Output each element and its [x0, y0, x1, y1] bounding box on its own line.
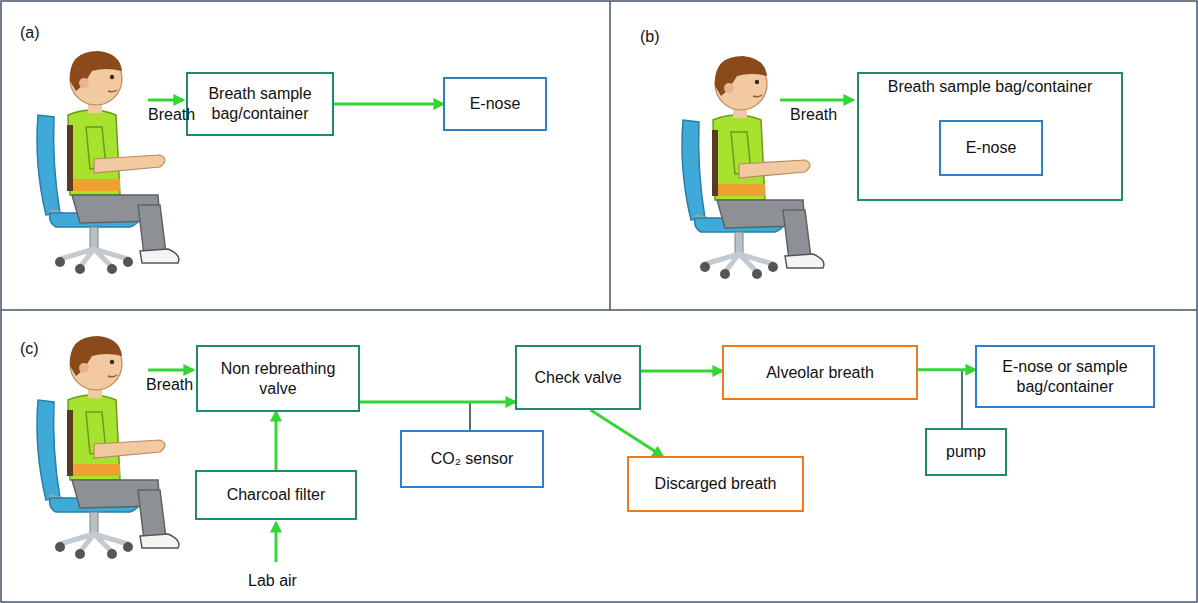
breath-arrow — [780, 99, 853, 102]
seated-person — [682, 56, 824, 279]
flow-arrow — [641, 370, 722, 373]
node-text: E-nose — [470, 94, 521, 114]
breath-box: Alveolar breath — [722, 345, 918, 400]
panel-divider — [1, 309, 1197, 311]
pump-tap-line — [961, 370, 963, 428]
node-text: Alveolar breath — [766, 363, 874, 383]
flow-label: Breath — [790, 106, 837, 124]
flow-arrow — [918, 368, 975, 371]
panel-label: (c) — [20, 340, 39, 358]
container-box: Breath sample bag/containerE-nose — [857, 72, 1123, 201]
node-text: CO₂ sensor — [431, 449, 514, 469]
flow-label: Lab air — [248, 572, 297, 590]
seated-person — [37, 51, 179, 274]
node-text: Breath sample bag/container — [888, 77, 1093, 97]
sensor-tap-line — [469, 402, 471, 430]
breath-arrow — [148, 99, 183, 102]
flow-arrow — [360, 400, 515, 403]
lab-air-arrow — [275, 523, 278, 562]
panel-label: (b) — [640, 28, 660, 46]
node-text: E-nose or sample bag/container — [985, 357, 1145, 396]
filter-box: Charcoal filter — [195, 470, 357, 520]
panel-divider — [609, 1, 611, 310]
container-box: Breath sample bag/container — [186, 72, 334, 136]
flow-arrow — [334, 103, 443, 106]
node-text: Discarged breath — [655, 474, 777, 494]
node-text: E-nose — [966, 138, 1017, 158]
flow-arrow — [591, 410, 663, 456]
node-text: pump — [946, 442, 986, 462]
device-box: E-nose — [939, 120, 1043, 176]
flow-arrow — [275, 412, 278, 470]
flow-label: Breath — [146, 376, 193, 394]
pump-box: pump — [925, 428, 1007, 476]
sensor-box: CO₂ sensor — [400, 430, 544, 488]
breath-box: Discarged breath — [627, 456, 804, 512]
device-box: E-nose — [443, 77, 547, 131]
device-box: E-nose or sample bag/container — [975, 345, 1155, 408]
breath-arrow — [148, 369, 193, 372]
node-text: Non rebreathing valve — [206, 359, 350, 398]
node-text: Breath sample bag/container — [196, 84, 324, 123]
valve-box: Non rebreathing valve — [196, 345, 360, 412]
panel-label: (a) — [20, 24, 40, 42]
valve-box: Check valve — [515, 345, 641, 410]
node-text: Check valve — [534, 368, 621, 388]
node-text: Charcoal filter — [227, 485, 326, 505]
flow-label: Breath — [148, 106, 195, 124]
